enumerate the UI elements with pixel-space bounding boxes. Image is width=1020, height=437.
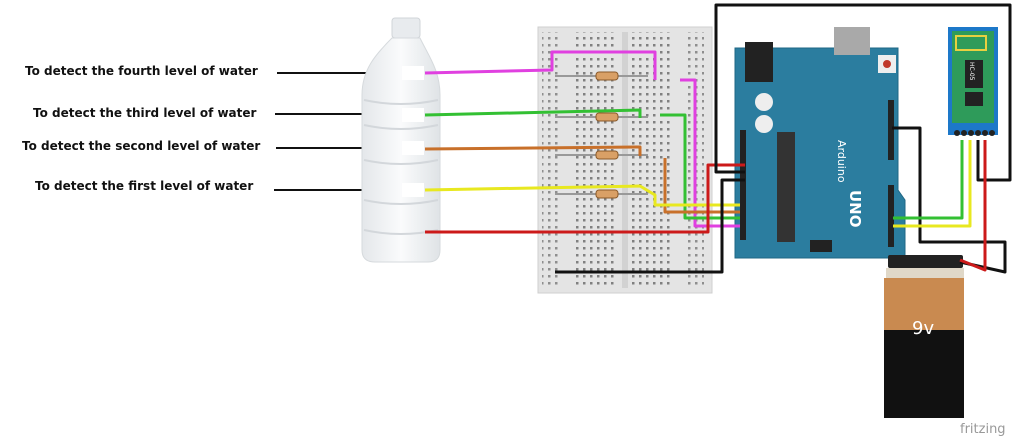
wire-yellow — [424, 184, 740, 207]
label-fourth-level: To detect the fourth level of water — [25, 64, 258, 78]
wire-green — [424, 108, 642, 118]
wire-red-battery — [959, 140, 987, 272]
label-third-level: To detect the third level of water — [33, 106, 257, 120]
wire-orange-analog — [663, 158, 740, 214]
fritzing-watermark: fritzing — [960, 422, 1006, 437]
label-second-level: To detect the second level of water — [22, 139, 260, 153]
9v-battery: 9v — [884, 255, 964, 418]
wire-orange — [424, 145, 642, 156]
wire-pink-analog — [680, 78, 740, 228]
hc05-bluetooth-module: HC-05 — [948, 27, 998, 136]
arduino-uno-board: Arduino UNO — [734, 27, 906, 259]
wire-black-bt-gnd — [714, 3, 1012, 182]
arduino-brand: Arduino — [835, 140, 848, 183]
bluetooth-model: HC-05 — [968, 62, 975, 81]
level-labels: To detect the fourth level of water To d… — [22, 64, 409, 196]
resistors — [555, 71, 648, 199]
water-bottle — [361, 17, 441, 263]
wire-black-gnd — [555, 178, 745, 274]
breadboard — [537, 26, 713, 294]
wires — [424, 3, 1012, 274]
wire-pink — [424, 50, 657, 80]
wire-green-bt — [893, 140, 964, 220]
label-first-level: To detect the first level of water — [35, 179, 253, 193]
arduino-model: UNO — [846, 190, 864, 228]
wire-yellow-bt — [893, 140, 972, 228]
wire-green-analog — [660, 113, 740, 220]
wire-black-battery — [892, 126, 1007, 274]
battery-voltage: 9v — [912, 318, 934, 339]
wire-red-5v — [425, 163, 745, 234]
